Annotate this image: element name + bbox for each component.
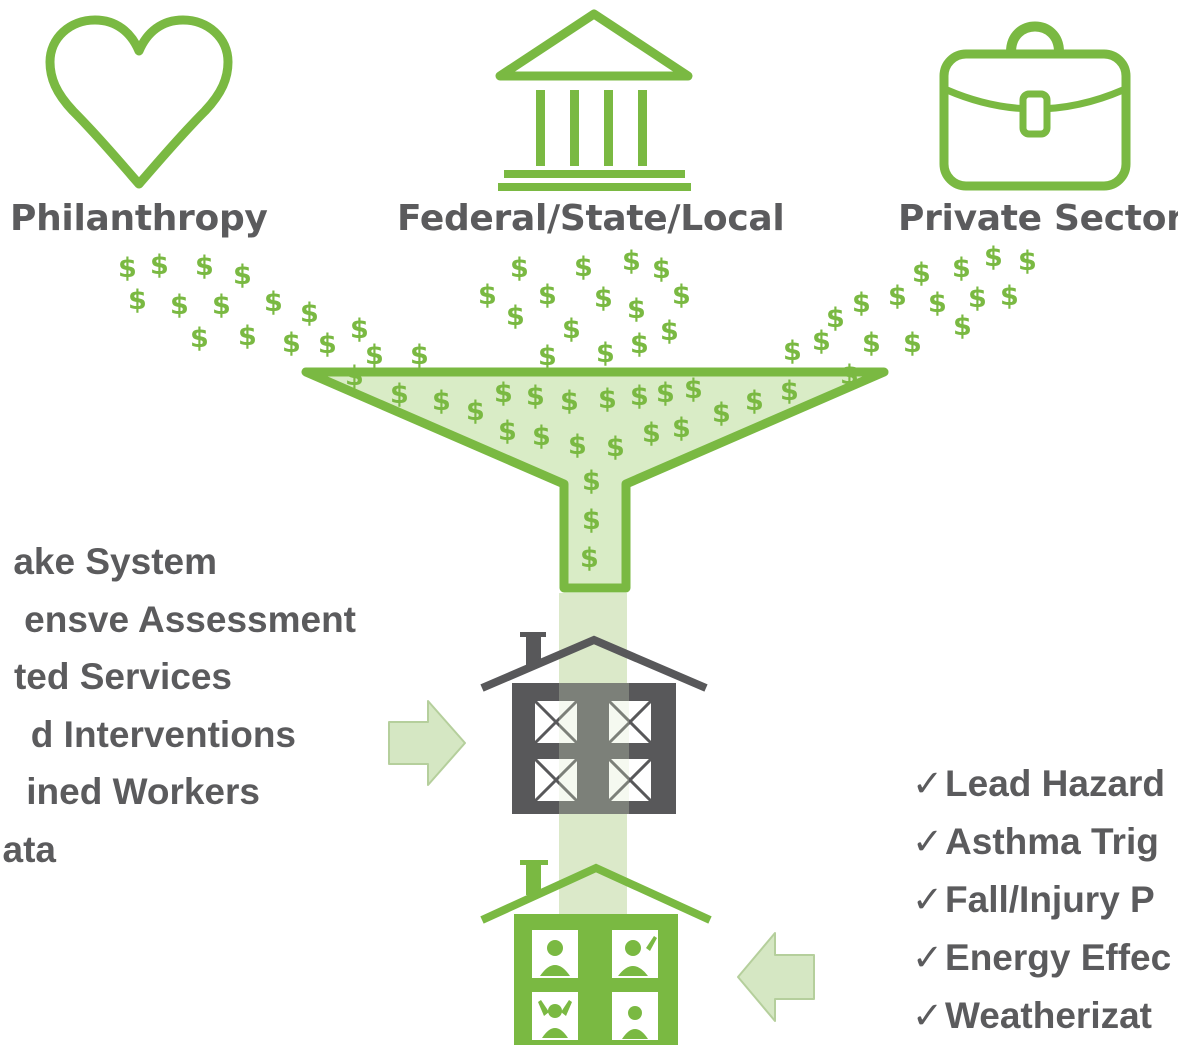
- list-item: ensve Assessment: [24, 598, 356, 640]
- list-item: d Interventions: [30, 713, 296, 755]
- dollar-sign: $: [783, 336, 802, 367]
- dollar-sign: $: [432, 386, 451, 417]
- dollar-sign: $: [170, 290, 189, 321]
- dollar-sign: $: [318, 329, 337, 360]
- dollar-sign: $: [568, 430, 587, 461]
- dollar-sign: $: [984, 242, 1003, 273]
- dollar-sign: $: [264, 287, 283, 318]
- dollar-sign: $: [780, 376, 799, 407]
- dollar-sign: $: [350, 314, 369, 345]
- dollar-sign: $: [903, 328, 922, 359]
- dollar-sign: $: [526, 381, 545, 412]
- dollar-sign: $: [952, 253, 971, 284]
- outcomes-list: ✓Lead Hazard ✓Asthma Trig ✓Fall/Injury P…: [912, 755, 1178, 1045]
- government-label: Federal/State/Local: [397, 198, 785, 239]
- list-item: ✓Weatherizat: [912, 994, 1153, 1037]
- dollar-sign: $: [118, 253, 137, 284]
- list-item: ✓Lead Hazard: [912, 762, 1166, 805]
- arrow-right-icon: [388, 700, 466, 786]
- dollar-sign: $: [712, 398, 731, 429]
- heart-icon: [45, 15, 233, 189]
- dollar-sign: $: [672, 413, 691, 444]
- dollar-sign: $: [630, 329, 649, 360]
- list-item: ata: [2, 828, 56, 870]
- dollar-sign: $: [345, 361, 364, 392]
- dollar-sign: $: [840, 360, 859, 391]
- dollar-sign: $: [582, 466, 601, 497]
- dollar-sign: $: [466, 396, 485, 427]
- dollar-sign: $: [233, 260, 252, 291]
- dollar-sign: $: [532, 421, 551, 452]
- dollar-sign: $: [1018, 246, 1037, 277]
- dollar-sign: $: [300, 298, 319, 329]
- list-item: ✓Fall/Injury P: [912, 878, 1155, 921]
- dollar-sign: $: [562, 314, 581, 345]
- dollar-sign: $: [596, 338, 615, 369]
- dollar-sign: $: [660, 316, 679, 347]
- dollar-sign: $: [622, 246, 641, 277]
- dollar-sign: $: [652, 254, 671, 285]
- dollar-sign: $: [238, 321, 257, 352]
- dollar-sign: $: [812, 326, 831, 357]
- dollar-sign: $: [606, 432, 625, 463]
- arrow-left-icon: [737, 932, 815, 1022]
- dollar-sign: $: [538, 341, 557, 372]
- dollar-sign: $: [684, 374, 703, 405]
- dollar-sign: $: [282, 328, 301, 359]
- dollar-sign: $: [365, 340, 384, 371]
- dollar-sign: $: [560, 386, 579, 417]
- dollar-sign: $: [538, 280, 557, 311]
- dollar-sign: $: [630, 381, 649, 412]
- list-item: ✓Energy Effec: [912, 936, 1172, 979]
- private-sector-label: Private Sector: [898, 198, 1178, 239]
- dollar-sign: $: [574, 252, 593, 283]
- dollar-sign: $: [506, 301, 525, 332]
- dollar-sign: $: [494, 378, 513, 409]
- dollar-sign: $: [642, 418, 661, 449]
- dollar-sign: $: [390, 379, 409, 410]
- dollar-sign: $: [928, 288, 947, 319]
- dollar-sign: $: [150, 250, 169, 281]
- dollar-sign: $: [826, 303, 845, 334]
- dollar-sign: $: [212, 290, 231, 321]
- dollar-sign: $: [594, 283, 613, 314]
- dollar-sign: $: [190, 323, 209, 354]
- dollar-sign: $: [410, 340, 429, 371]
- dollar-sign: $: [656, 378, 675, 409]
- dollar-sign: $: [912, 258, 931, 289]
- dollar-sign: $: [968, 283, 987, 314]
- healthy-house-icon: [480, 860, 712, 1045]
- funnel-icon: [301, 367, 889, 593]
- dollar-sign: $: [862, 328, 881, 359]
- dollar-sign: $: [852, 288, 871, 319]
- list-item: ✓Asthma Trig: [912, 820, 1159, 863]
- dollar-sign: $: [672, 280, 691, 311]
- dollar-sign: $: [582, 505, 601, 536]
- dollar-sign: $: [627, 294, 646, 325]
- philanthropy-label: Philanthropy: [10, 198, 268, 239]
- briefcase-icon: [939, 21, 1131, 191]
- dollar-sign: $: [195, 251, 214, 282]
- government-building-icon: [495, 9, 693, 191]
- dollar-sign: $: [1000, 281, 1019, 312]
- dollar-sign: $: [510, 253, 529, 284]
- list-item: ted Services: [13, 656, 232, 698]
- dollar-sign: $: [745, 386, 764, 417]
- list-item: ake System: [13, 541, 217, 582]
- dollar-sign: $: [598, 384, 617, 415]
- dollar-sign: $: [888, 281, 907, 312]
- dollar-sign: $: [498, 416, 517, 447]
- list-item: ined Workers: [26, 771, 260, 813]
- dollar-sign: $: [580, 543, 599, 574]
- services-list: ake System ensve Assessment ted Services…: [0, 533, 380, 879]
- dollar-sign: $: [128, 285, 147, 316]
- dollar-sign: $: [478, 280, 497, 311]
- dollar-sign: $: [953, 311, 972, 342]
- unhealthy-house-icon: [480, 632, 708, 814]
